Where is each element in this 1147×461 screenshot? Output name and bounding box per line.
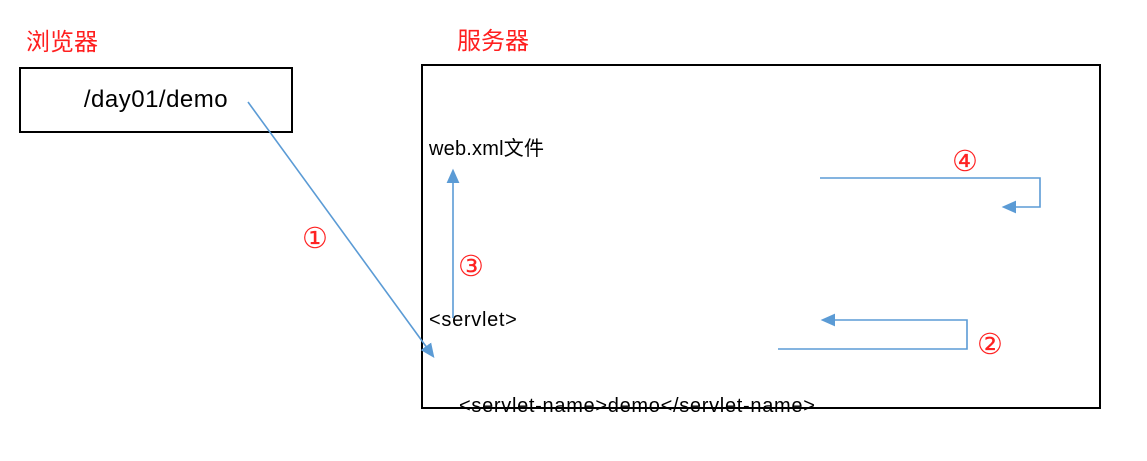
blank-line <box>429 221 984 250</box>
server-section-label: 服务器 <box>457 27 529 55</box>
step-3-badge: ③ <box>458 248 484 283</box>
webxml-content: web.xml文件 <servlet> <servlet-name>demo</… <box>429 78 984 461</box>
step-2-badge: ② <box>977 326 1003 361</box>
request-url-text: /day01/demo <box>83 86 229 113</box>
browser-section-label: 浏览器 <box>26 28 98 56</box>
arrow-1-request-to-url-pattern <box>247 101 435 358</box>
step-4-badge: ④ <box>952 143 978 178</box>
code-line-servlet-open: <servlet> <box>429 309 518 331</box>
browser-box: /day01/demo <box>19 67 293 133</box>
step-1-badge: ① <box>302 220 328 255</box>
webxml-file-title: web.xml文件 <box>429 138 545 160</box>
code-line-servlet-name: <servlet-name>demo</servlet-name> <box>459 394 816 417</box>
